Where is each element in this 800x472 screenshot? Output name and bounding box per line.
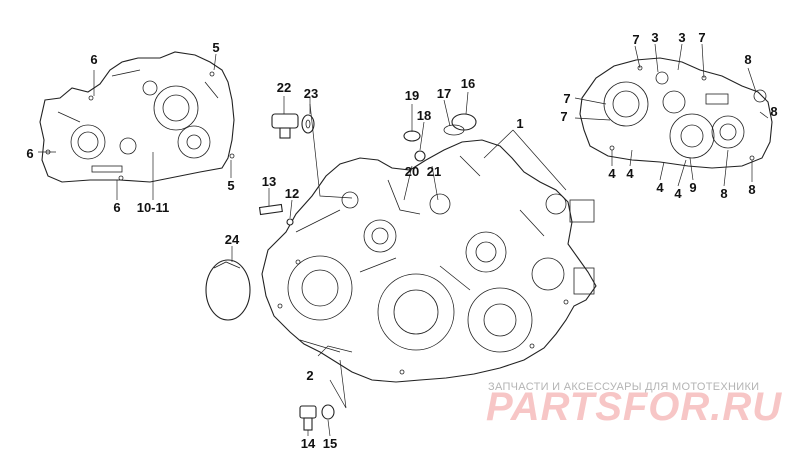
callout-label-2: 2 bbox=[306, 368, 313, 383]
washer-15 bbox=[321, 404, 335, 420]
callout-label-6b: 6 bbox=[26, 146, 33, 161]
callout-label-4d: 4 bbox=[674, 186, 682, 201]
callout-label-4a: 4 bbox=[608, 166, 616, 181]
cover-cap-24 bbox=[205, 259, 251, 321]
watermark-tagline: ЗАПЧАСТИ И АКСЕССУАРЫ ДЛЯ МОТОТЕХНИКИ bbox=[488, 381, 760, 393]
callout-label-7a: 7 bbox=[632, 32, 639, 47]
callout-label-16: 16 bbox=[461, 76, 475, 91]
callout-label-23: 23 bbox=[304, 86, 318, 101]
callout-label-1: 1 bbox=[516, 116, 523, 131]
callout-label-22: 22 bbox=[277, 80, 291, 95]
plug-22 bbox=[271, 113, 299, 139]
callout-label-14: 14 bbox=[301, 436, 316, 451]
callout-label-10-11: 10-11 bbox=[137, 200, 170, 215]
callout-label-13: 13 bbox=[262, 174, 276, 189]
callout-label-4c: 4 bbox=[656, 180, 664, 195]
callout-labels: 1 2 3 3 4 4 4 4 5 5 6 6 6 7 7 7 7 8 8 8 … bbox=[26, 30, 777, 451]
callout-label-20: 20 bbox=[405, 164, 419, 179]
bolt-13 bbox=[258, 203, 283, 216]
callout-label-8d: 8 bbox=[748, 182, 755, 197]
callout-label-7b: 7 bbox=[698, 30, 705, 45]
callout-label-3b: 3 bbox=[678, 30, 685, 45]
callout-label-5b: 5 bbox=[227, 178, 234, 193]
watermark-logo: PARTSFOR.RU bbox=[486, 385, 783, 429]
callout-label-5a: 5 bbox=[212, 40, 219, 55]
leader-lines bbox=[38, 43, 769, 437]
left-crankcase-cover bbox=[39, 51, 235, 183]
callout-label-19: 19 bbox=[405, 88, 419, 103]
callout-label-7d: 7 bbox=[560, 109, 567, 124]
callout-label-15: 15 bbox=[323, 436, 337, 451]
callout-label-12: 12 bbox=[285, 186, 299, 201]
callout-label-24: 24 bbox=[225, 232, 240, 247]
callout-label-8a: 8 bbox=[744, 52, 751, 67]
callout-label-18: 18 bbox=[417, 108, 431, 123]
callout-label-17: 17 bbox=[437, 86, 451, 101]
callout-label-4b: 4 bbox=[626, 166, 634, 181]
right-crankcase-cover bbox=[579, 57, 773, 169]
oring-17 bbox=[443, 124, 465, 136]
callout-label-6c: 6 bbox=[113, 200, 120, 215]
callout-label-9: 9 bbox=[689, 180, 696, 195]
callout-label-3a: 3 bbox=[651, 30, 658, 45]
washer-23 bbox=[301, 114, 315, 134]
main-crankcase bbox=[261, 139, 597, 383]
pin-12 bbox=[286, 218, 294, 226]
callout-label-8c: 8 bbox=[720, 186, 727, 201]
drain-bolt-14 bbox=[299, 405, 317, 431]
callout-label-7c: 7 bbox=[563, 91, 570, 106]
seal-16 bbox=[451, 113, 477, 131]
callout-label-8b: 8 bbox=[770, 104, 777, 119]
callout-label-6a: 6 bbox=[90, 52, 97, 67]
callout-label-21: 21 bbox=[427, 164, 441, 179]
